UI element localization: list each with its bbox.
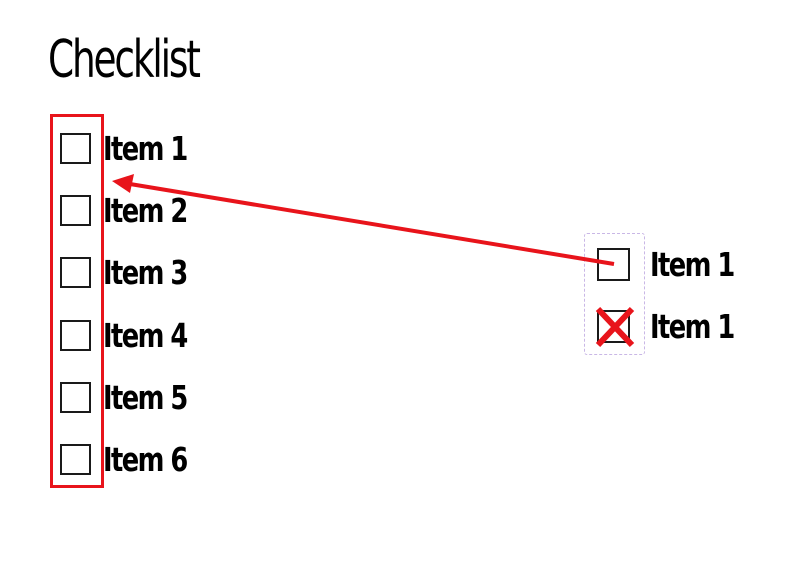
list-item-label: Item 5 bbox=[103, 377, 188, 417]
checkbox-empty-icon[interactable] bbox=[597, 247, 630, 281]
checkbox-empty-icon[interactable] bbox=[60, 443, 91, 475]
legend-checked-label: Item 1 bbox=[650, 306, 735, 346]
list-item-label: Item 2 bbox=[103, 190, 188, 230]
list-item: Item 6 bbox=[60, 439, 210, 479]
checkbox-empty-icon[interactable] bbox=[60, 132, 91, 164]
list-item-label: Item 4 bbox=[103, 315, 188, 355]
legend-group bbox=[584, 233, 645, 355]
checkbox-empty-icon[interactable] bbox=[60, 256, 91, 288]
list-item-label: Item 1 bbox=[103, 128, 188, 168]
list-item: Item 1 bbox=[60, 128, 210, 168]
list-item: Item 4 bbox=[60, 315, 210, 355]
page-title: Checklist bbox=[48, 30, 201, 90]
list-item: Item 2 bbox=[60, 190, 210, 230]
checkbox-empty-icon[interactable] bbox=[60, 381, 91, 413]
checkbox-empty-icon[interactable] bbox=[60, 194, 91, 226]
legend-checked-item: Item 1 bbox=[595, 306, 757, 347]
list-item: Item 5 bbox=[60, 377, 210, 417]
cross-mark-icon bbox=[595, 306, 635, 347]
legend-unchecked-item: Item 1 bbox=[597, 244, 757, 284]
list-item-label: Item 6 bbox=[103, 439, 188, 479]
checkbox-crossed-icon[interactable] bbox=[595, 306, 635, 347]
list-item-label: Item 3 bbox=[103, 252, 188, 292]
checkbox-column-highlight bbox=[50, 114, 104, 488]
legend-unchecked-label: Item 1 bbox=[650, 244, 735, 284]
list-item: Item 3 bbox=[60, 252, 210, 292]
checkbox-empty-icon[interactable] bbox=[60, 319, 91, 351]
